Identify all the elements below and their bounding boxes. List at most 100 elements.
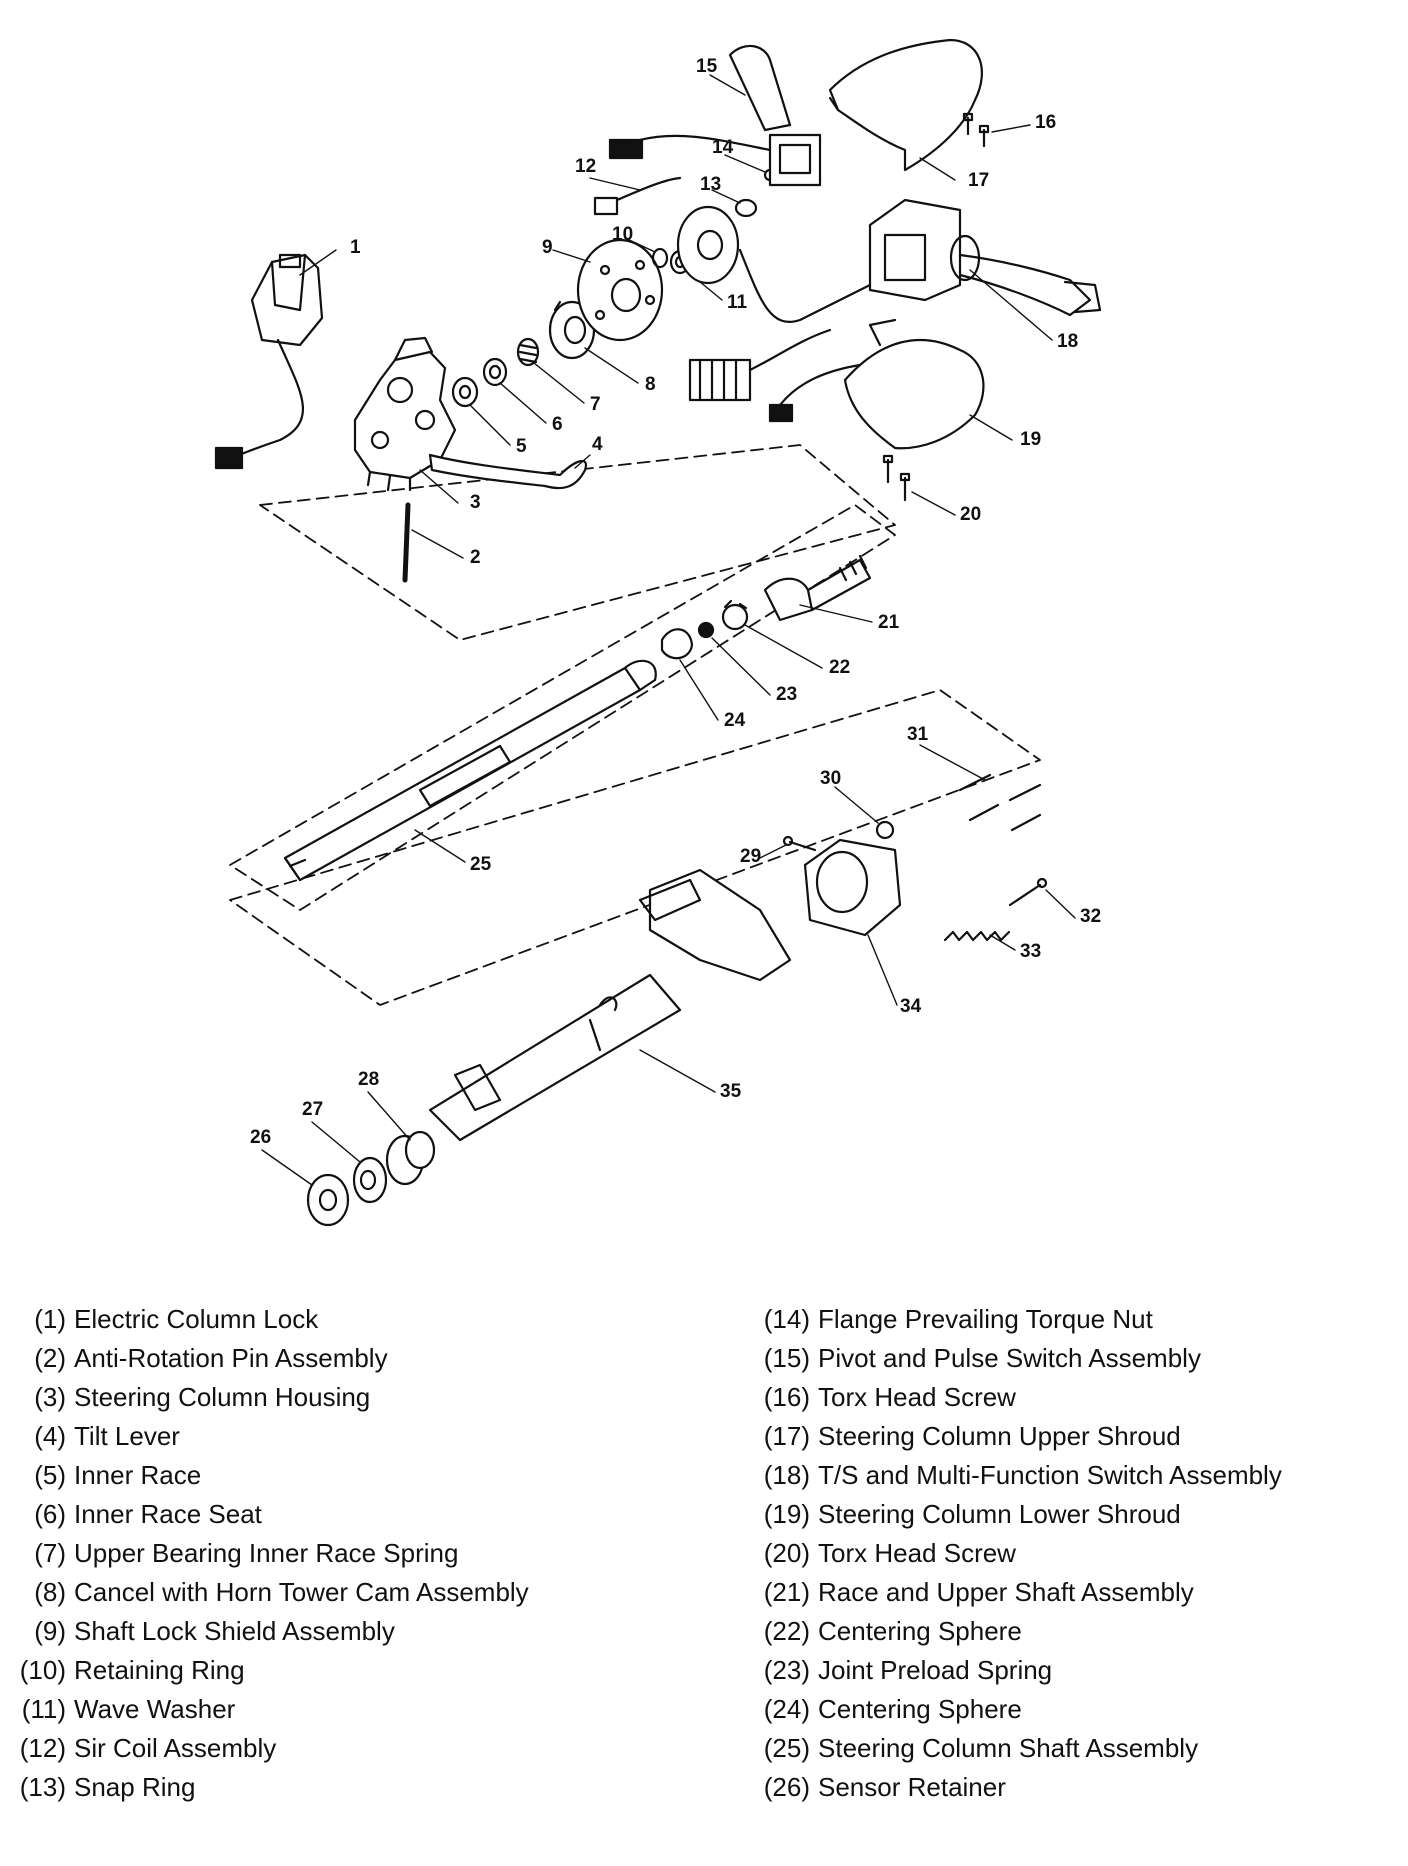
- parts-legend: (1)Electric Column Lock (2) Anti-Rotation …: [0, 1300, 1408, 1866]
- callout-11: 11: [727, 292, 748, 313]
- callout-18: 18: [1057, 331, 1078, 352]
- legend-column-left: (1)Electric Column Lock (2) Anti-Rotation …: [4, 1300, 529, 1807]
- callout-17: 17: [968, 170, 989, 191]
- screw-29-part: [759, 835, 817, 859]
- callout-26: 26: [250, 1127, 271, 1148]
- legend-item-number: (3): [34, 1382, 66, 1412]
- callout-20: 20: [960, 504, 981, 525]
- legend-item-label: Centering Sphere: [818, 1616, 1022, 1646]
- legend-item: (8)Cancel with Horn Tower Cam Assembly: [4, 1573, 529, 1612]
- legend-item-label: Cancel with Horn Tower Cam Assembly: [74, 1577, 529, 1607]
- legend-item-number: (9): [34, 1616, 66, 1646]
- legend-item-number: (21): [763, 1577, 810, 1607]
- steering-column-housing-part: [353, 336, 459, 504]
- legend-item: (19)Steering Column Lower Shroud: [748, 1495, 1282, 1534]
- legend-item: (4)Tilt Lever: [4, 1417, 529, 1456]
- legend-item-label: Shaft Lock Shield Assembly: [74, 1616, 395, 1646]
- callout-32: 32: [1080, 906, 1101, 927]
- legend-item-label: Race and Upper Shaft Assembly: [818, 1577, 1194, 1607]
- legend-item-label: Snap Ring: [74, 1772, 196, 1802]
- legend-column-right: (14)Flange Prevailing Torque Nut(15)Pivo…: [748, 1300, 1282, 1807]
- callout-25: 25: [470, 854, 492, 875]
- assembly-plane-middle: [229, 504, 896, 911]
- legend-item-label: Inner Race: [74, 1460, 202, 1490]
- callout-34: 34: [900, 996, 922, 1017]
- legend-item-label: Torx Head Screw: [818, 1538, 1016, 1568]
- callout-4: 4: [592, 434, 603, 455]
- legend-item: (1)Electric Column Lock: [4, 1300, 529, 1339]
- callout-14: 14: [712, 137, 734, 158]
- bearing-28-part: [367, 1091, 436, 1186]
- legend-item: (20)Torx Head Screw: [748, 1534, 1282, 1573]
- nut-30-part: [834, 786, 895, 840]
- legend-item-label: Sensor Retainer: [818, 1772, 1006, 1802]
- callout-30: 30: [820, 768, 841, 789]
- legend-item-label: Sir Coil Assembly: [74, 1733, 277, 1763]
- column-jacket-35-part: [428, 868, 792, 1142]
- legend-item-number: (12): [19, 1733, 66, 1763]
- legend-item-label: Flange Prevailing Torque Nut: [818, 1304, 1153, 1334]
- torx-screw-lower-part: [882, 454, 956, 516]
- upper-bearing-spring-part: [516, 337, 585, 404]
- tilt-lever-part: [428, 453, 591, 490]
- legend-item: (14)Flange Prevailing Torque Nut: [748, 1300, 1282, 1339]
- legend-item-number: (15): [763, 1343, 810, 1373]
- legend-item-label: Steering Column Upper Shroud: [818, 1421, 1181, 1451]
- callout-6: 6: [552, 414, 563, 435]
- legend-item-label: Electric Column Lock: [74, 1304, 319, 1334]
- legend-item: (3) Steering Column Housing: [4, 1378, 529, 1417]
- pivot-pulse-switch-part: [608, 44, 822, 187]
- legend-item: (18) T/S and Multi-Function Switch Assemb…: [748, 1456, 1282, 1495]
- legend-item-label: Steering Column Shaft Assembly: [818, 1733, 1199, 1763]
- callout-33: 33: [1020, 941, 1041, 962]
- sir-coil-part: [589, 176, 882, 323]
- callout-7: 7: [590, 394, 601, 415]
- callout-16: 16: [1035, 112, 1056, 133]
- shaft-lock-shield-part: [552, 238, 664, 342]
- legend-item-label: T/S and Multi-Function Switch Assembly: [818, 1460, 1282, 1490]
- legend-item-number: (26): [763, 1772, 810, 1802]
- legend-item-label: Torx Head Screw: [818, 1382, 1016, 1412]
- legend-item: (26) Sensor Retainer: [748, 1768, 1282, 1807]
- legend-item-number: (24): [763, 1694, 810, 1724]
- legend-item-number: (19): [763, 1499, 810, 1529]
- legend-item-number: (7): [34, 1538, 66, 1568]
- legend-item: (25)Steering Column Shaft Assembly: [748, 1729, 1282, 1768]
- callout-15: 15: [696, 56, 718, 77]
- multi-function-switch-part: [868, 198, 1102, 341]
- legend-item: (22) Centering Sphere: [748, 1612, 1282, 1651]
- legend-item-label: Anti-Rotation Pin Assembly: [74, 1343, 388, 1373]
- screws-31-part: [919, 744, 1042, 832]
- legend-item-number: (5): [34, 1460, 66, 1490]
- legend-item: (13)Snap Ring: [4, 1768, 529, 1807]
- lower-shroud-part: [843, 318, 1013, 450]
- legend-item-label: Retaining Ring: [74, 1655, 245, 1685]
- wiring-harness-part: [688, 328, 862, 423]
- legend-item-number: (23): [763, 1655, 810, 1685]
- legend-item-number: (11): [21, 1694, 66, 1724]
- legend-item-label: Upper Bearing Inner Race Spring: [74, 1538, 459, 1568]
- screw-32-part: [1008, 877, 1076, 919]
- legend-item-label: Steering Column Housing: [74, 1382, 371, 1412]
- legend-item-number: (22): [763, 1616, 810, 1646]
- torx-screw-upper-part: [962, 112, 1031, 148]
- upper-shroud-part: [828, 38, 983, 181]
- inner-race-seat-part: [482, 357, 547, 424]
- callout-35: 35: [720, 1081, 742, 1102]
- legend-item-number: (4): [34, 1421, 66, 1451]
- anti-rotation-pin-part: [402, 502, 464, 583]
- callout-12: 12: [575, 156, 596, 177]
- callout-19: 19: [1020, 429, 1041, 450]
- centering-sphere-lower-part: [660, 628, 719, 721]
- tilt-housing-34-part: [803, 838, 902, 1006]
- legend-item-number: (16): [763, 1382, 810, 1412]
- legend-item-number: (2): [34, 1343, 66, 1373]
- legend-item-number: (17): [763, 1421, 810, 1451]
- callout-1: 1: [350, 237, 361, 258]
- legend-item: (12) Sir Coil Assembly: [4, 1729, 529, 1768]
- legend-item-number: (18): [763, 1460, 810, 1490]
- legend-item-number: (10): [19, 1655, 66, 1685]
- callout-28: 28: [358, 1069, 379, 1090]
- legend-item-label: Joint Preload Spring: [818, 1655, 1053, 1685]
- assembly-plane-lower: [229, 689, 1041, 1006]
